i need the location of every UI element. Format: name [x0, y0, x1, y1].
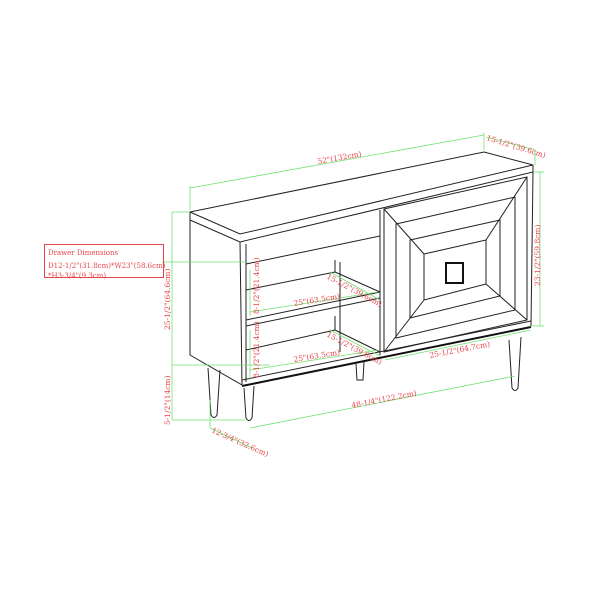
- dimension-line: [329, 329, 381, 357]
- door-bevel-line: [383, 208, 425, 255]
- leg: [355, 361, 365, 381]
- dimension-line: [329, 271, 381, 301]
- shelf-line: [245, 291, 381, 321]
- leg: [207, 367, 221, 418]
- label-body-height: 25-1/2"(64.6cm): [163, 268, 172, 330]
- drawer-dimensions-title: Drawer Dimensions: [48, 249, 119, 257]
- label-leg-span: 48-1/4"(122.2cm): [351, 388, 418, 409]
- leg: [508, 336, 522, 391]
- door-bevel-line: [383, 299, 425, 353]
- shelf-line: [245, 297, 381, 327]
- dimension-line: [384, 329, 532, 361]
- door-panel: [423, 239, 487, 301]
- dimension-line: [209, 427, 253, 449]
- shelf-line: [334, 271, 381, 293]
- label-leg-depth: 12-3/4"(32.6cm): [210, 426, 270, 459]
- left-side: [189, 220, 243, 386]
- shelf-line: [334, 329, 381, 353]
- drawer-dimensions-box: Drawer Dimensions D12-1/2"(31.8cm)*W23"(…: [44, 244, 166, 280]
- dimension-line: [485, 136, 536, 151]
- shelf-line: [245, 271, 336, 291]
- bottom-inner-edge: [241, 320, 532, 381]
- label-shelf-lower-height: 8-1/2"(21.4cm): [252, 321, 261, 378]
- leg: [243, 385, 255, 421]
- front-right-edge: [530, 171, 534, 327]
- door-handle: [445, 262, 464, 284]
- cabinet: [188, 151, 534, 421]
- dimension-line: [249, 349, 379, 371]
- dimension-line: [249, 291, 379, 313]
- label-width-top: 52"(132cm): [317, 149, 362, 166]
- drawer-dimensions-line1: D12-1/2"(31.8cm)*W23"(58.6cm): [48, 262, 166, 270]
- top-face: [188, 151, 534, 235]
- bottom-edge: [241, 326, 532, 387]
- door: [383, 176, 528, 353]
- label-depth-top: 15-1/2"(39.6cm): [485, 133, 546, 160]
- dimension-line: [189, 134, 485, 189]
- label-shelf-upper-height: 8-1/2"(21.4cm): [252, 257, 261, 314]
- label-leg-height: 5-1/2"(14cm): [163, 375, 172, 425]
- door-bevel-line: [485, 283, 528, 321]
- dimension-line: [249, 375, 516, 429]
- drawer-dimensions-line2: *H3-3/4"(9.3cm): [48, 272, 107, 280]
- label-door-height: 23-1/2"(59.8cm): [533, 224, 542, 286]
- shelf-line: [245, 329, 336, 351]
- shelf-line: [245, 235, 381, 265]
- dimension-lines: [162, 133, 544, 449]
- door-bevel-line: [485, 176, 528, 241]
- front-left-edge: [239, 241, 243, 386]
